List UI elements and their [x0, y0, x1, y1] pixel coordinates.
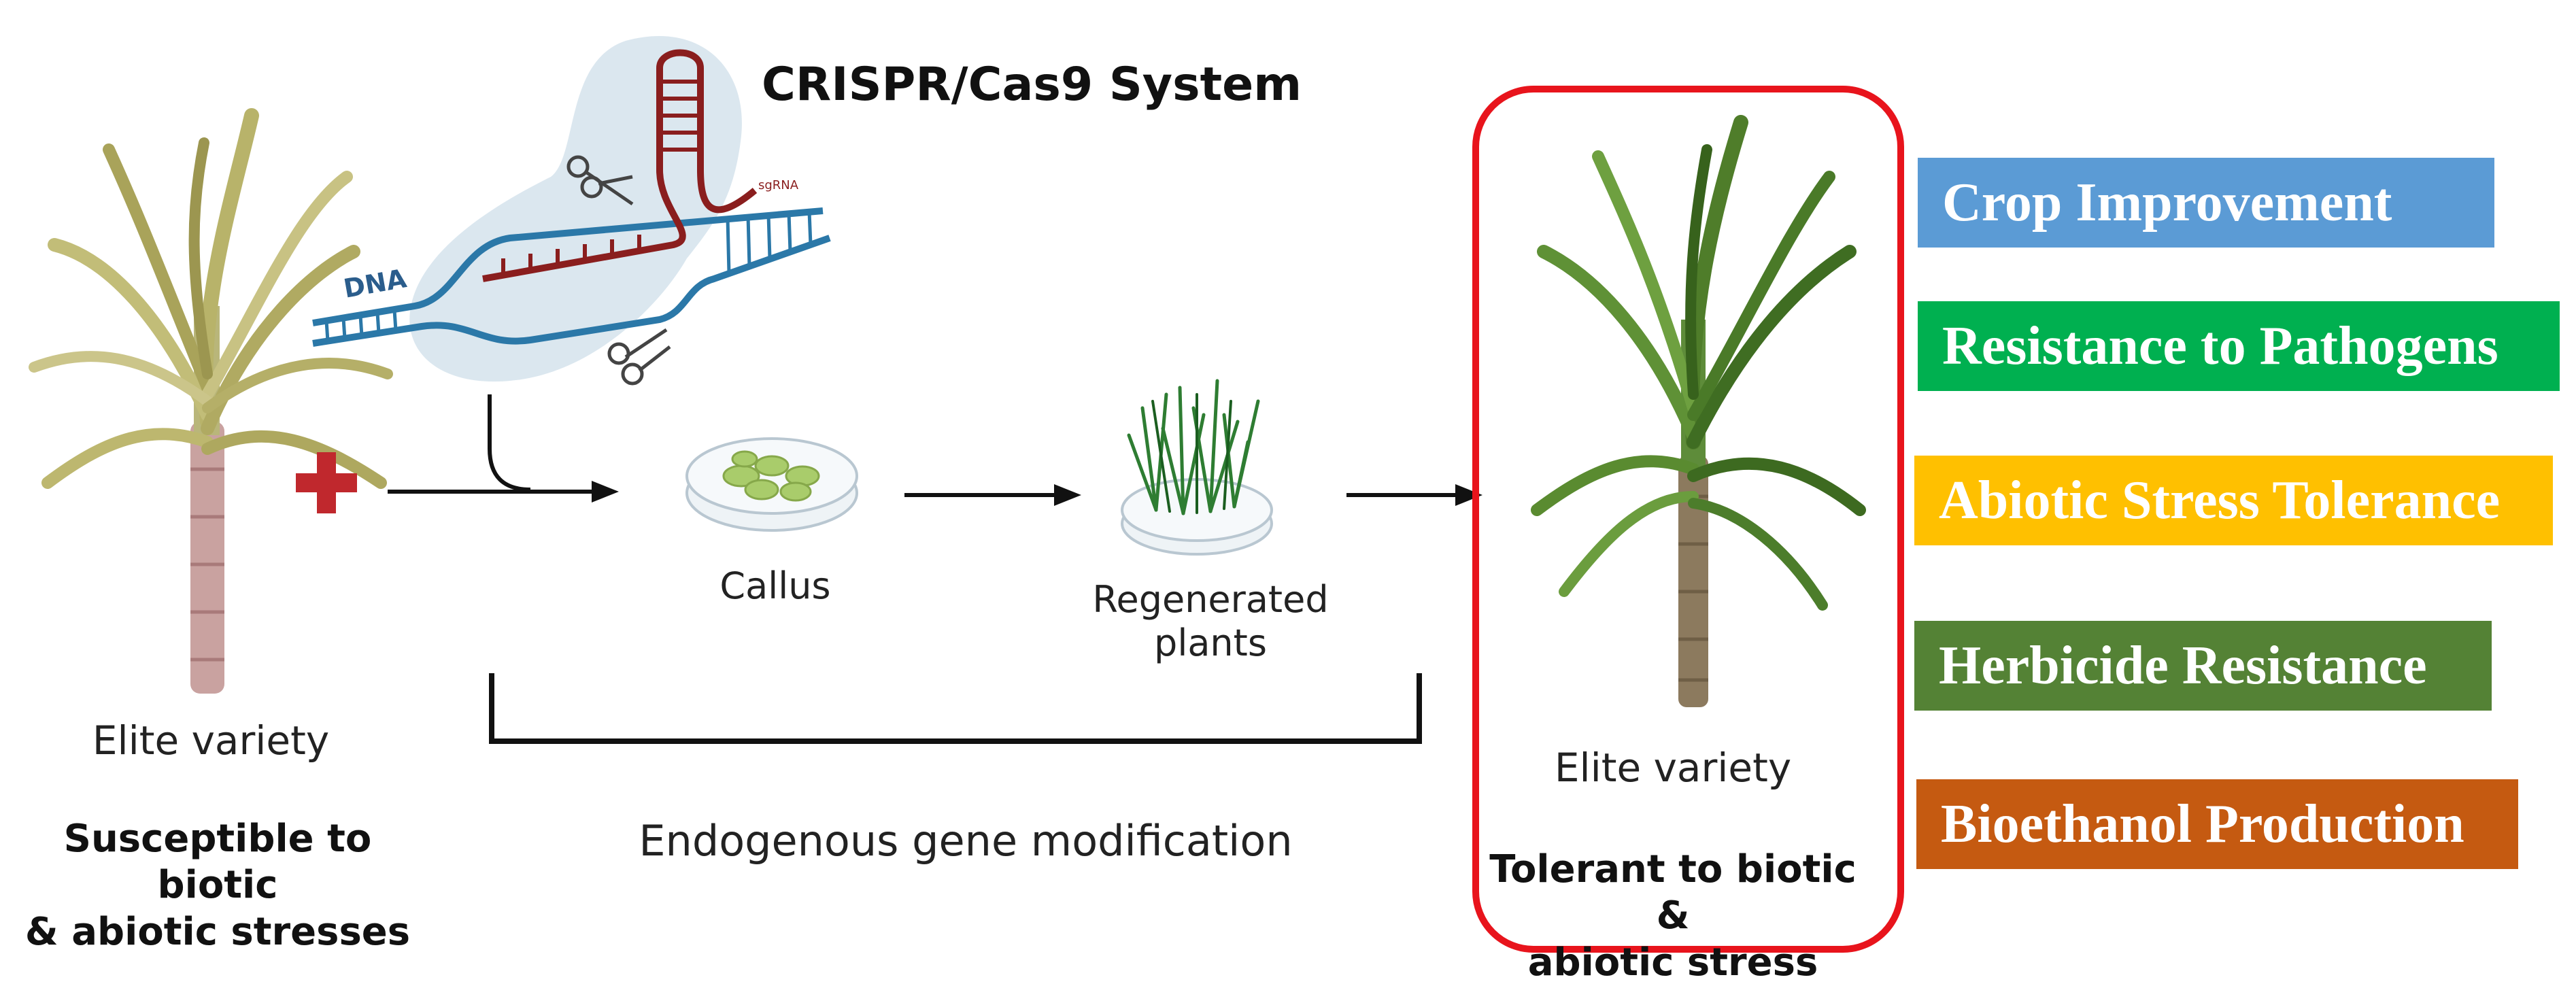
right-plant-description-line1: Tolerant to biotic &: [1489, 847, 1857, 938]
bracket-label: Endogenous gene modification: [639, 816, 1293, 866]
arrow-to-tolerant: [1346, 484, 1482, 506]
left-plant-description-line2: & abiotic stresses: [24, 909, 411, 954]
regenerated-line2: plants: [1154, 621, 1267, 664]
modification-bracket: [489, 673, 1422, 744]
crispr-cas9-graphic: [312, 35, 831, 386]
arrow-to-regenerated: [904, 484, 1081, 506]
arrow-to-callus: [388, 481, 619, 503]
scissors-icon-top: [566, 155, 634, 206]
left-plant-description: Susceptible to biotic & abiotic stresses: [0, 816, 435, 955]
crispr-connector-line: [488, 394, 531, 492]
right-plant-description: Tolerant to biotic & abiotic stress: [1476, 847, 1870, 986]
application-herbicide-resistance: Herbicide Resistance: [1914, 621, 2492, 711]
left-plant-description-line1: Susceptible to biotic: [63, 817, 372, 908]
plus-icon: [296, 452, 357, 513]
application-crop-improvement: Crop Improvement: [1918, 158, 2494, 248]
application-resistance-to-pathogens: Resistance to Pathogens: [1918, 301, 2560, 391]
elite-variety-plant-tolerant: [1531, 115, 1866, 707]
regenerated-line1: Regenerated: [1092, 578, 1329, 621]
result-highlight-frame: [1472, 86, 1904, 953]
right-plant-description-line2: abiotic stress: [1527, 940, 1818, 985]
application-abiotic-stress-tolerance: Abiotic Stress Tolerance: [1914, 456, 2553, 545]
regenerated-plants-label: Regenerated plants: [1074, 578, 1346, 664]
regenerated-plants-dish: [1121, 379, 1273, 556]
callus-label: Callus: [719, 564, 831, 607]
application-bioethanol-production: Bioethanol Production: [1916, 779, 2518, 869]
right-plant-name: Elite variety: [1554, 745, 1792, 791]
left-plant-name: Elite variety: [92, 717, 330, 764]
sgrna-label: sgRNA: [758, 178, 799, 192]
scissors-icon-bottom: [607, 328, 671, 386]
callus-petri-dish: [685, 437, 858, 532]
crispr-title: CRISPR/Cas9 System: [762, 58, 1302, 112]
elite-variety-plant-yellowed: [29, 108, 393, 694]
